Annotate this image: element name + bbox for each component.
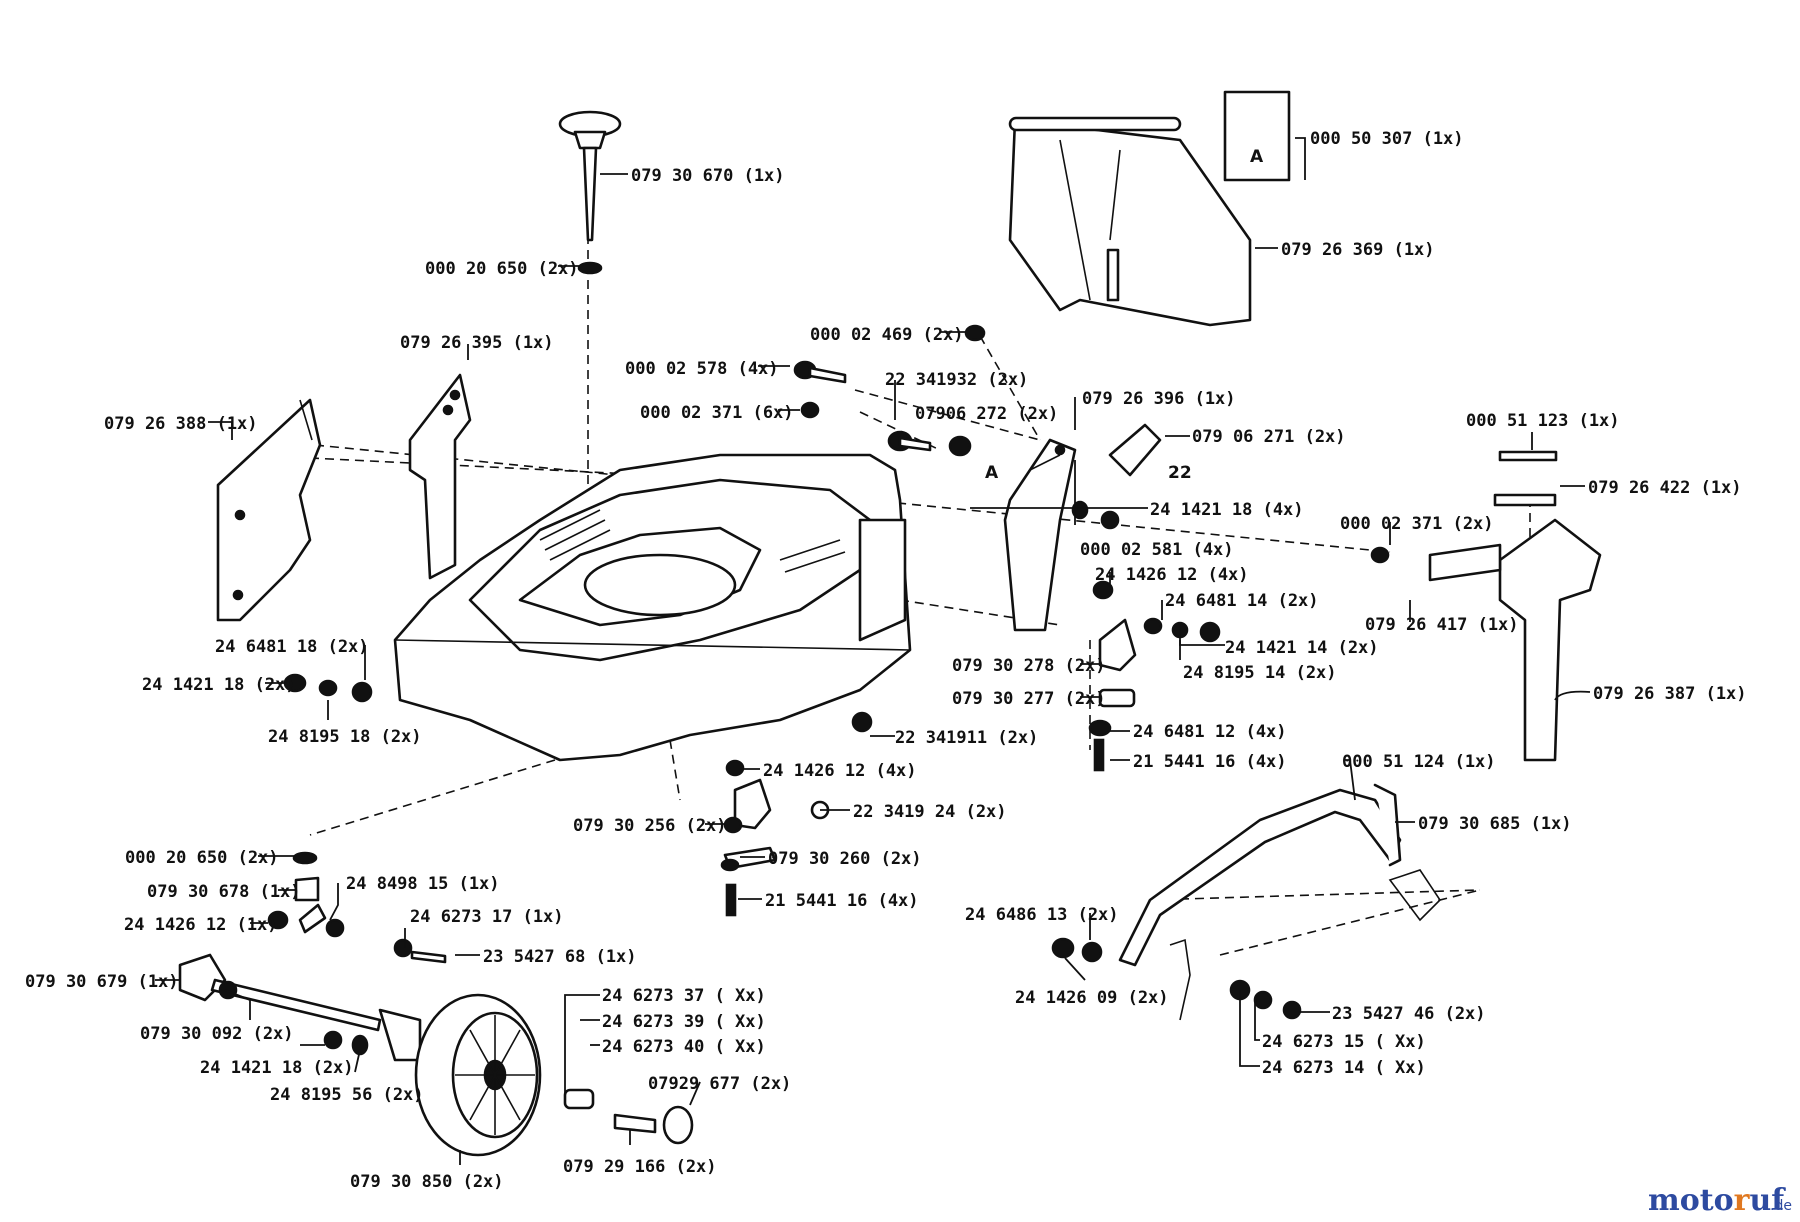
part-axle-rear [178,953,422,1062]
label-p47: 079 30 092 (2x) [140,1024,294,1044]
part-side-panel-left [216,398,322,622]
label-p23: 24 8195 14 (2x) [1183,663,1337,683]
label-p27: 24 6481 18 (2x) [215,637,369,657]
label-p21: 079 26 417 (1x) [1365,615,1519,635]
label-p09: 07906 272 (2x) [915,404,1058,424]
label-p59: 24 6273 15 ( Xx) [1262,1032,1426,1052]
part-washer-top [577,261,603,275]
label-p17: 000 02 581 (4x) [1080,540,1234,560]
label-p03: 079 26 395 (1x) [400,333,554,353]
part-bracket-left [408,373,472,580]
part-grass-bag [1008,90,1291,327]
label-p56: 24 6486 13 (2x) [965,905,1119,925]
label-p28: 24 1421 18 (2x) [142,675,296,695]
part-clip-79-06-271 [1108,423,1162,477]
part-side-panel-right [1428,450,1602,762]
label-p60: 24 6273 14 ( Xx) [1262,1058,1426,1078]
part-knob [558,110,622,242]
label-p18: 000 02 371 (2x) [1340,514,1494,534]
part-bracket-right [1003,438,1077,632]
marker-a-top: A [1250,147,1264,167]
label-p24: 079 30 278 (2x) [952,656,1106,676]
label-p02: 000 20 650 (2x) [425,259,579,279]
label-p22: 24 1421 14 (2x) [1225,638,1379,658]
label-p25: 079 30 277 (2x) [952,689,1106,709]
label-p54: 079 29 166 (2x) [563,1157,717,1177]
part-bracket-bottom [723,778,777,870]
leader-lines [155,137,1591,1165]
marker-a-mid: A [985,463,999,483]
part-wheel [414,993,542,1157]
label-p19: 24 1426 12 (4x) [1095,565,1249,585]
label-p46: 079 30 679 (1x) [25,972,179,992]
label-p26: 079 26 387 (1x) [1593,684,1747,704]
label-p01: 079 30 670 (1x) [631,166,785,186]
label-p55: 079 30 850 (2x) [350,1172,504,1192]
label-p06: 000 02 371 (6x) [640,403,794,423]
watermark-tld: .de [1770,1198,1792,1214]
reference-markers: A A 22 [985,147,1264,483]
label-p34: 079 30 256 (2x) [573,816,727,836]
label-p20: 24 6481 14 (2x) [1165,591,1319,611]
label-p33: 24 1426 12 (4x) [763,761,917,781]
watermark-text: motoruf [1648,1183,1786,1218]
label-p49: 24 8195 56 (2x) [270,1085,424,1105]
part-wheel-hardware [563,1088,694,1145]
label-p08: 22 341932 (2x) [885,370,1028,390]
label-p48: 24 1421 18 (2x) [200,1058,354,1078]
label-p37: 21 5441 16 (4x) [765,891,919,911]
part-handle [1118,783,1442,1021]
watermark-logo: motoruf .de [1648,1183,1792,1218]
label-p44: 24 6273 17 (1x) [410,907,564,927]
label-p05: 000 02 578 (4x) [625,359,779,379]
label-p14: 000 51 123 (1x) [1466,411,1620,431]
label-p35: 22 3419 24 (2x) [853,802,1007,822]
label-p38: 000 51 124 (1x) [1342,752,1496,772]
part-deck-housing [393,453,912,762]
label-p53: 07929 677 (2x) [648,1074,791,1094]
label-p52: 24 6273 40 ( Xx) [602,1037,766,1057]
label-p30: 22 341911 (2x) [895,728,1038,748]
label-p51: 24 6273 39 ( Xx) [602,1012,766,1032]
label-p13: 079 26 369 (1x) [1281,240,1435,260]
label-p57: 24 1426 09 (2x) [1015,988,1169,1008]
label-p36: 079 30 260 (2x) [768,849,922,869]
label-p07: 000 02 469 (2x) [810,325,964,345]
marker-22: 22 [1168,463,1192,483]
part-height-lever [1098,618,1137,708]
label-p29: 24 8195 18 (2x) [268,727,422,747]
label-p40: 000 20 650 (2x) [125,848,279,868]
label-p45: 23 5427 68 (1x) [483,947,637,967]
label-p41: 079 30 678 (1x) [147,882,301,902]
label-p43: 24 1426 12 (1x) [124,915,278,935]
label-p32: 21 5441 16 (4x) [1133,752,1287,772]
label-p50: 24 6273 37 ( Xx) [602,986,766,1006]
label-p10: 079 26 396 (1x) [1082,389,1236,409]
label-p31: 24 6481 12 (4x) [1133,722,1287,742]
label-p39: 079 30 685 (1x) [1418,814,1572,834]
label-p11: 079 06 271 (2x) [1192,427,1346,447]
label-p42: 24 8498 15 (1x) [346,874,500,894]
label-p16: 24 1421 18 (4x) [1150,500,1304,520]
part-small-fasteners [267,324,1390,1056]
label-p12: 000 50 307 (1x) [1310,129,1464,149]
part-labels: 079 30 670 (1x) 000 20 650 (2x) 079 26 3… [25,129,1747,1192]
label-p58: 23 5427 46 (2x) [1332,1004,1486,1024]
label-p15: 079 26 422 (1x) [1588,478,1742,498]
label-p04: 079 26 388 (1x) [104,414,258,434]
